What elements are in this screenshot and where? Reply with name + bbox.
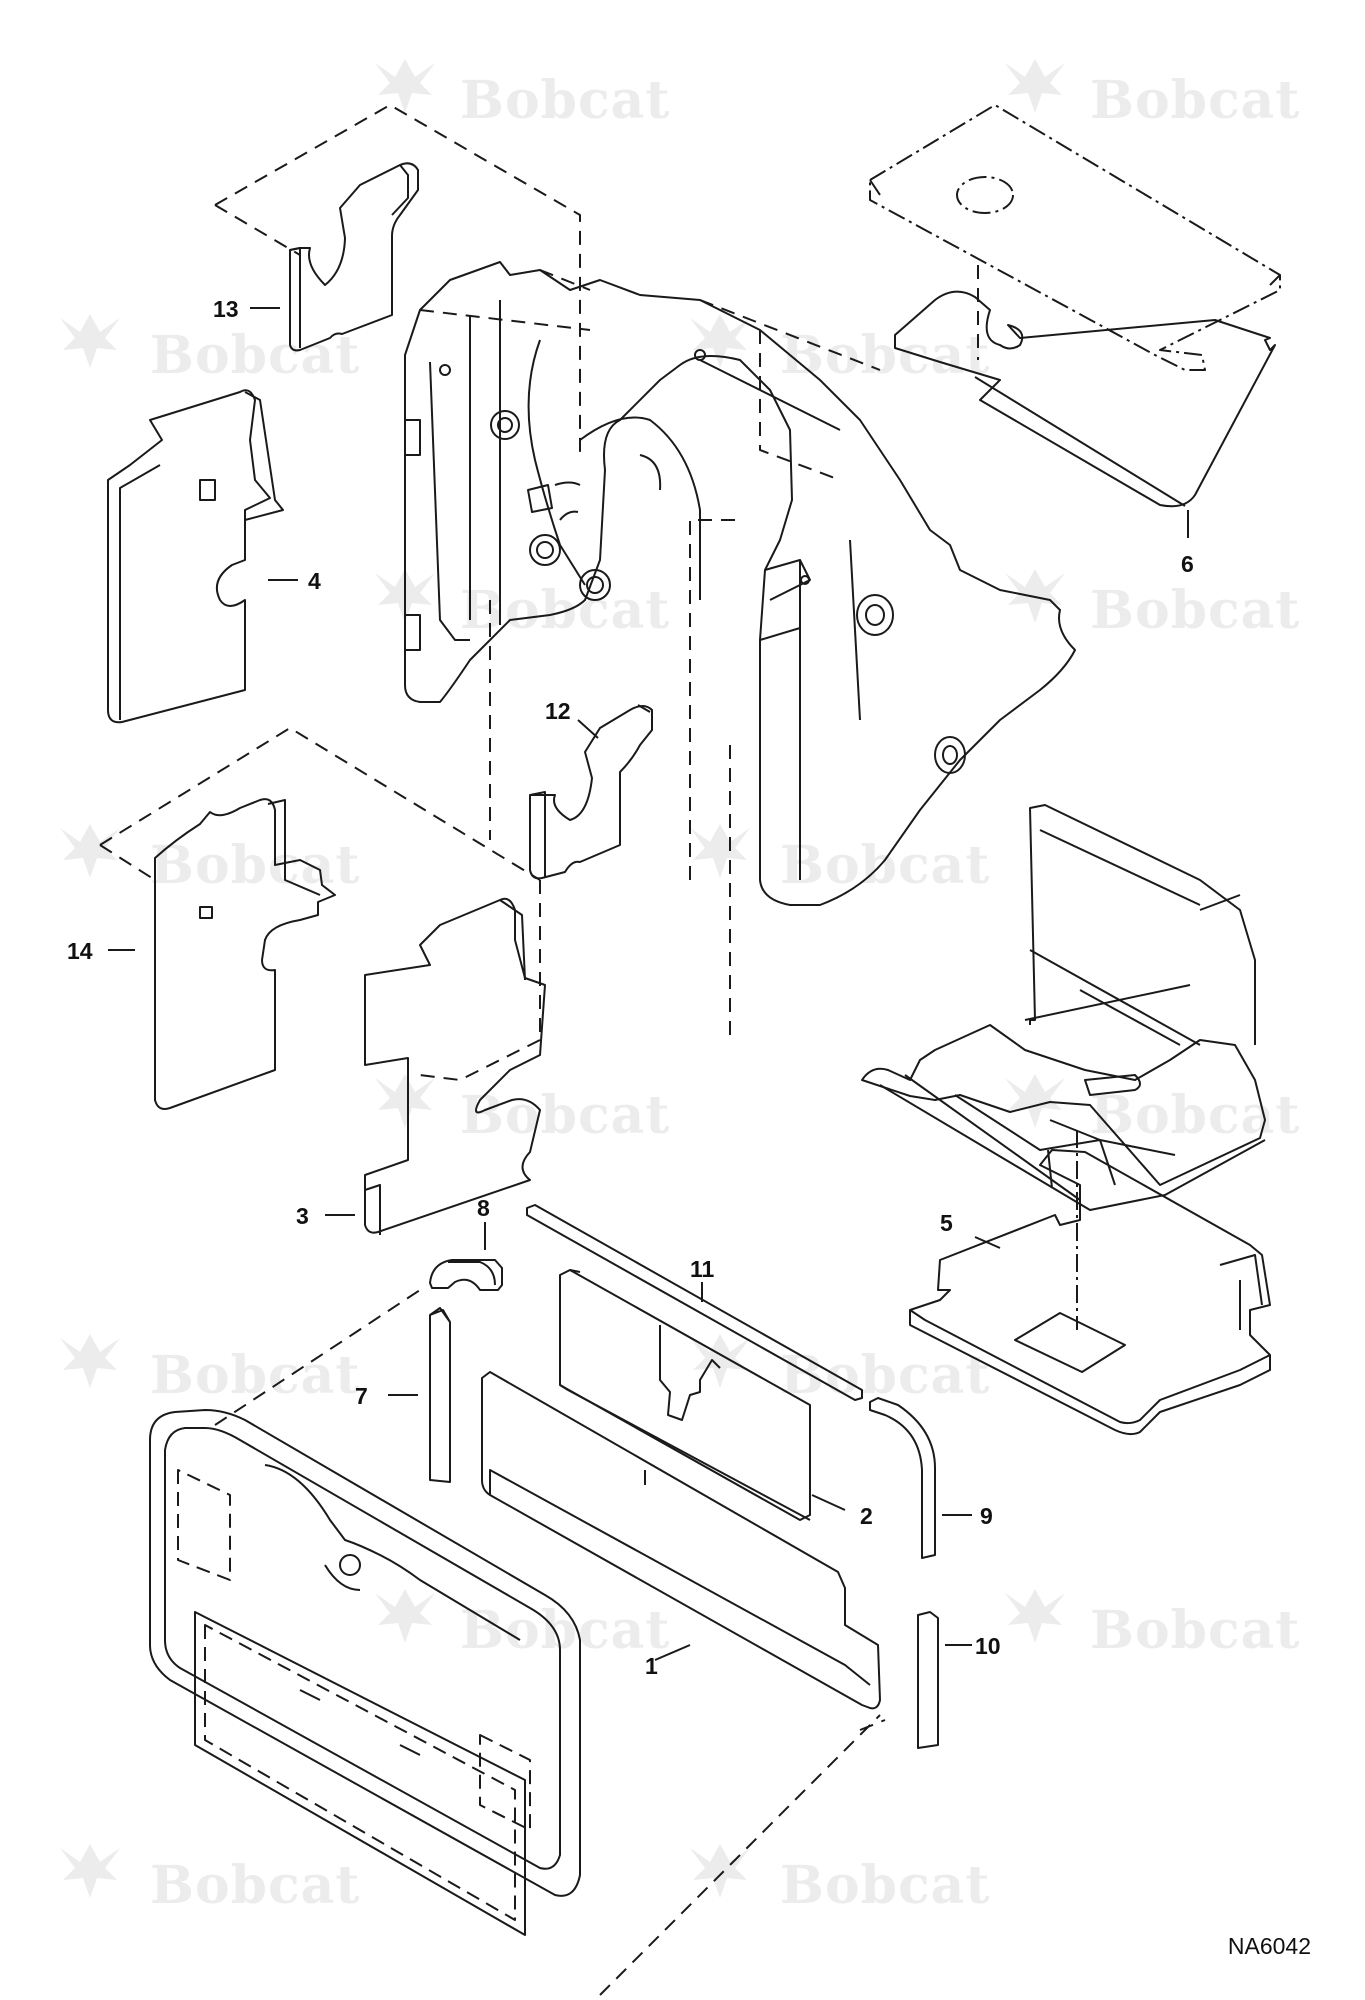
leader-1 — [654, 1644, 691, 1661]
bobcat-logo-icon — [375, 1589, 435, 1643]
part-4-side-panel — [107, 389, 284, 724]
watermark-text: Bobcat — [1090, 1600, 1301, 1661]
watermark-text: Bobcat — [150, 1855, 361, 1916]
part-8-pad — [429, 1259, 503, 1291]
bobcat-logo-icon — [1005, 59, 1065, 113]
watermark-text: Bobcat — [1090, 580, 1301, 641]
bobcat-logo-icon — [690, 314, 750, 368]
bobcat-logo-icon — [60, 824, 120, 878]
main-chassis-frame — [404, 261, 1076, 906]
part-2-panel — [559, 1269, 811, 1521]
part-9-strip — [869, 1397, 936, 1559]
watermark-text: Bobcat — [780, 1345, 991, 1406]
watermark-text: Bobcat — [780, 835, 991, 896]
dashed-frame-chassis — [419, 269, 881, 481]
rear-door-frame — [149, 1409, 581, 1936]
bobcat-logo-icon — [690, 824, 750, 878]
bobcat-logo-icon — [1005, 1074, 1065, 1128]
leader-12 — [577, 719, 599, 739]
callout-11: 11 — [690, 1256, 715, 1282]
callout-13: 13 — [213, 296, 239, 322]
callout-6: 6 — [1181, 551, 1194, 577]
bobcat-logo-icon — [690, 1334, 750, 1388]
bobcat-logo-icon — [1005, 1589, 1065, 1643]
dashed-frame-bottom — [214, 1289, 886, 1996]
part-13-bracket-panel — [289, 162, 419, 352]
part-10-strip — [917, 1611, 939, 1749]
part-12-bracket — [529, 704, 653, 880]
bobcat-logo-icon — [375, 1074, 435, 1128]
watermark-text: Bobcat — [1090, 70, 1301, 131]
callout-5: 5 — [940, 1210, 953, 1236]
callout-12: 12 — [545, 698, 571, 724]
callout-4: 4 — [308, 568, 321, 594]
watermark-text: Bobcat — [780, 1855, 991, 1916]
callout-1: 1 — [645, 1653, 658, 1679]
callout-2: 2 — [860, 1503, 873, 1529]
figure-id: NA6042 — [1227, 1933, 1311, 1959]
callout-9: 9 — [980, 1503, 993, 1529]
part-6-upper-cover — [869, 104, 1281, 371]
part-14-side-panel — [154, 798, 336, 1110]
watermark-text: Bobcat — [150, 1345, 361, 1406]
watermark-text: Bobcat — [460, 1085, 671, 1146]
bobcat-logo-icon — [60, 314, 120, 368]
callout-3: 3 — [296, 1203, 309, 1229]
part-6-insulation-plate — [894, 290, 1276, 508]
leader-5 — [974, 1236, 1001, 1249]
bobcat-logo-icon — [375, 59, 435, 113]
bobcat-logo-icon — [60, 1844, 120, 1898]
callout-10: 10 — [975, 1633, 1001, 1659]
callout-7: 7 — [355, 1383, 368, 1409]
bobcat-logo-icon — [690, 1844, 750, 1898]
part-11-strip — [526, 1204, 863, 1401]
floor-tray-assembly — [861, 804, 1266, 1211]
dashed-frame-middle — [99, 519, 735, 1081]
part-7-strip — [429, 1307, 451, 1483]
part-3-side-panel — [364, 897, 546, 1235]
dashed-frame-upper — [214, 104, 581, 840]
part-1-panel — [481, 1371, 881, 1710]
bobcat-logo-icon — [60, 1334, 120, 1388]
watermark-text: Bobcat — [460, 70, 671, 131]
callout-8: 8 — [477, 1195, 490, 1221]
part-5-floor-mat — [909, 1149, 1271, 1436]
callout-14: 14 — [67, 938, 93, 964]
leader-2 — [811, 1494, 846, 1511]
watermark-text: Bobcat — [150, 325, 361, 386]
